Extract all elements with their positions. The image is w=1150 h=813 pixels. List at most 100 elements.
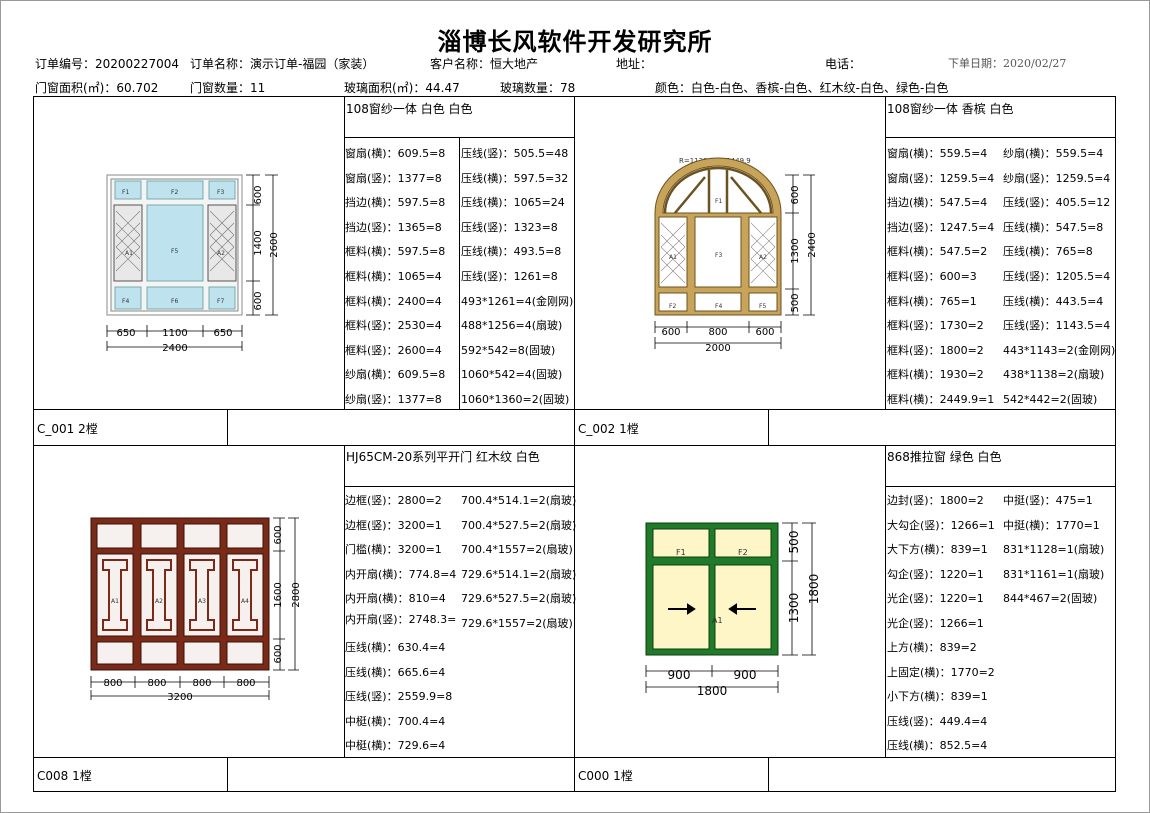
- svg-text:600: 600: [790, 185, 801, 204]
- color-summary: 颜色：白色-白色、香槟-白色、红木纹-白色、绿色-白色: [655, 81, 949, 95]
- svg-text:F7: F7: [217, 298, 224, 305]
- list-item: 中梃(横)：700.4=4: [345, 715, 446, 728]
- list-item: 1060*542=4(固玻): [461, 368, 563, 381]
- list-item: 勾企(竖)：1220=1: [887, 568, 984, 581]
- list-item: 纱扇(竖)：1259.5=4: [1003, 172, 1111, 185]
- svg-text:F6: F6: [171, 298, 178, 305]
- list-item: 挡边(竖)：1247.5=4: [887, 221, 995, 234]
- list-item: 上方(横)：839=2: [887, 641, 977, 654]
- list-item: 844*467=2(固玻): [1003, 592, 1098, 605]
- list-item: 压线(竖)：1261=8: [461, 270, 558, 283]
- list-item: 中挺(竖)：475=1: [1003, 494, 1093, 507]
- list-item: 压线(横)：547.5=8: [1003, 221, 1104, 234]
- item3-code: C008 1樘: [37, 769, 92, 783]
- list-item: 压线(横)：630.4=4: [345, 641, 446, 654]
- list-item: 700.4*514.1=2(扇玻): [461, 494, 577, 507]
- window-drawing-c001: F1 F2 F3 A1 F5 A2 F4 F6 F7 600 1400 2600…: [106, 174, 280, 354]
- items-table: [33, 96, 1116, 792]
- svg-text:A1: A1: [669, 254, 677, 261]
- item4-code: C000 1樘: [578, 769, 633, 783]
- list-item: 框料(竖)：2530=4: [345, 319, 442, 332]
- item1-title: 108窗纱一体 白色 白色: [346, 102, 473, 116]
- svg-text:2600: 2600: [269, 232, 280, 257]
- list-item: 框料(横)：2449.9=1: [887, 393, 995, 406]
- list-item: 729.6*514.1=2(扇玻): [461, 568, 577, 581]
- list-item: 压线(竖)：2559.9=8: [345, 690, 453, 703]
- order-date: 下单日期：2020/02/27: [948, 57, 1067, 70]
- svg-text:1800: 1800: [807, 574, 821, 605]
- list-item: 框料(竖)：2600=4: [345, 344, 442, 357]
- list-item: 框料(横)：2400=4: [345, 295, 442, 308]
- list-item: 831*1161=1(扇玻): [1003, 568, 1105, 581]
- svg-text:F3: F3: [715, 252, 722, 259]
- list-item: 443*1143=2(金刚网): [1003, 344, 1116, 357]
- door-drawing-c008: A1 A2 A3 A4 600 1600 2800 600 800 800 80…: [90, 517, 302, 700]
- list-item: 框料(竖)：600=3: [887, 270, 977, 283]
- list-item: 窗扇(横)：609.5=8: [345, 147, 446, 160]
- svg-text:600: 600: [253, 185, 264, 204]
- list-item: 压线(横)：765=8: [1003, 245, 1093, 258]
- svg-text:600: 600: [273, 644, 284, 663]
- list-item: 438*1138=2(扇玻): [1003, 368, 1105, 381]
- list-item: 挡边(横)：547.5=4: [887, 196, 988, 209]
- svg-text:600: 600: [661, 327, 680, 338]
- svg-text:1400: 1400: [253, 230, 264, 255]
- list-item: 压线(竖)：1323=8: [461, 221, 558, 234]
- window-area: 门窗面积(㎡)：60.702: [35, 81, 159, 95]
- svg-text:600: 600: [755, 327, 774, 338]
- list-item: 大下方(横)：839=1: [887, 543, 988, 556]
- svg-text:650: 650: [116, 328, 135, 339]
- svg-text:F2: F2: [669, 303, 676, 310]
- list-item: 592*542=8(固玻): [461, 344, 556, 357]
- item2-title: 108窗纱一体 香槟 白色: [887, 102, 1014, 116]
- list-item: 框料(横)：765=1: [887, 295, 977, 308]
- list-item: 压线(竖)：449.4=4: [887, 715, 988, 728]
- list-item: 纱扇(竖)：1377=8: [345, 393, 442, 406]
- list-item: 700.4*1557=2(扇玻): [461, 543, 573, 556]
- svg-text:2000: 2000: [705, 343, 730, 353]
- list-item: 压线(横)：1065=24: [461, 196, 565, 209]
- list-item: 542*442=2(固玻): [1003, 393, 1098, 406]
- svg-text:A2: A2: [155, 598, 163, 605]
- list-item: 纱扇(横)：609.5=8: [345, 368, 446, 381]
- svg-text:1300: 1300: [790, 238, 801, 263]
- list-item: 框料(横)：1930=2: [887, 368, 984, 381]
- list-item: 中梃(横)：729.6=4: [345, 739, 446, 752]
- list-item: 框料(竖)：1800=2: [887, 344, 984, 357]
- list-item: 中挺(横)：1770=1: [1003, 519, 1100, 532]
- page-title: 淄博长风软件开发研究所: [437, 28, 713, 56]
- svg-text:1800: 1800: [697, 684, 728, 698]
- list-item: 框料(横)：597.5=8: [345, 245, 446, 258]
- list-item: 窗扇(竖)：1259.5=4: [887, 172, 995, 185]
- svg-text:800: 800: [192, 678, 211, 689]
- list-item: 压线(横)：665.6=4: [345, 666, 446, 679]
- list-item: 纱扇(横)：559.5=4: [1003, 147, 1104, 160]
- svg-text:1600: 1600: [273, 582, 284, 607]
- customer-name: 客户名称：恒大地产: [430, 57, 539, 71]
- svg-text:800: 800: [236, 678, 255, 689]
- svg-text:F1: F1: [676, 548, 686, 557]
- window-drawing-c000: F1 F2 A1 500 1300 1800 900 900 1800: [645, 522, 821, 698]
- address: 地址：: [616, 57, 653, 71]
- svg-text:A2: A2: [217, 250, 225, 257]
- svg-text:1100: 1100: [162, 328, 187, 339]
- svg-text:3200: 3200: [167, 692, 192, 700]
- list-item: 边框(竖)：2800=2: [345, 494, 442, 507]
- list-item: 压线(竖)：1143.5=4: [1003, 319, 1111, 332]
- list-item: 挡边(横)：597.5=8: [345, 196, 446, 209]
- svg-text:F5: F5: [171, 248, 178, 255]
- list-item: 内开扇(横)：774.8=4: [345, 568, 457, 581]
- item1-code: C_001 2樘: [37, 422, 98, 436]
- list-item: 压线(横)：443.5=4: [1003, 295, 1104, 308]
- svg-text:800: 800: [147, 678, 166, 689]
- list-item: 压线(横)：852.5=4: [887, 739, 988, 752]
- phone: 电话：: [825, 57, 862, 71]
- svg-text:600: 600: [253, 291, 264, 310]
- list-item: 700.4*527.5=2(扇玻): [461, 519, 577, 532]
- list-item: 493*1261=4(金刚网): [461, 295, 574, 308]
- list-item: 上固定(横)：1770=2: [887, 666, 995, 679]
- svg-text:2400: 2400: [162, 343, 187, 354]
- list-item: 内开扇(竖)：2748.3=: [345, 613, 457, 626]
- list-item: 压线(竖)：505.5=48: [461, 147, 569, 160]
- svg-text:800: 800: [103, 678, 122, 689]
